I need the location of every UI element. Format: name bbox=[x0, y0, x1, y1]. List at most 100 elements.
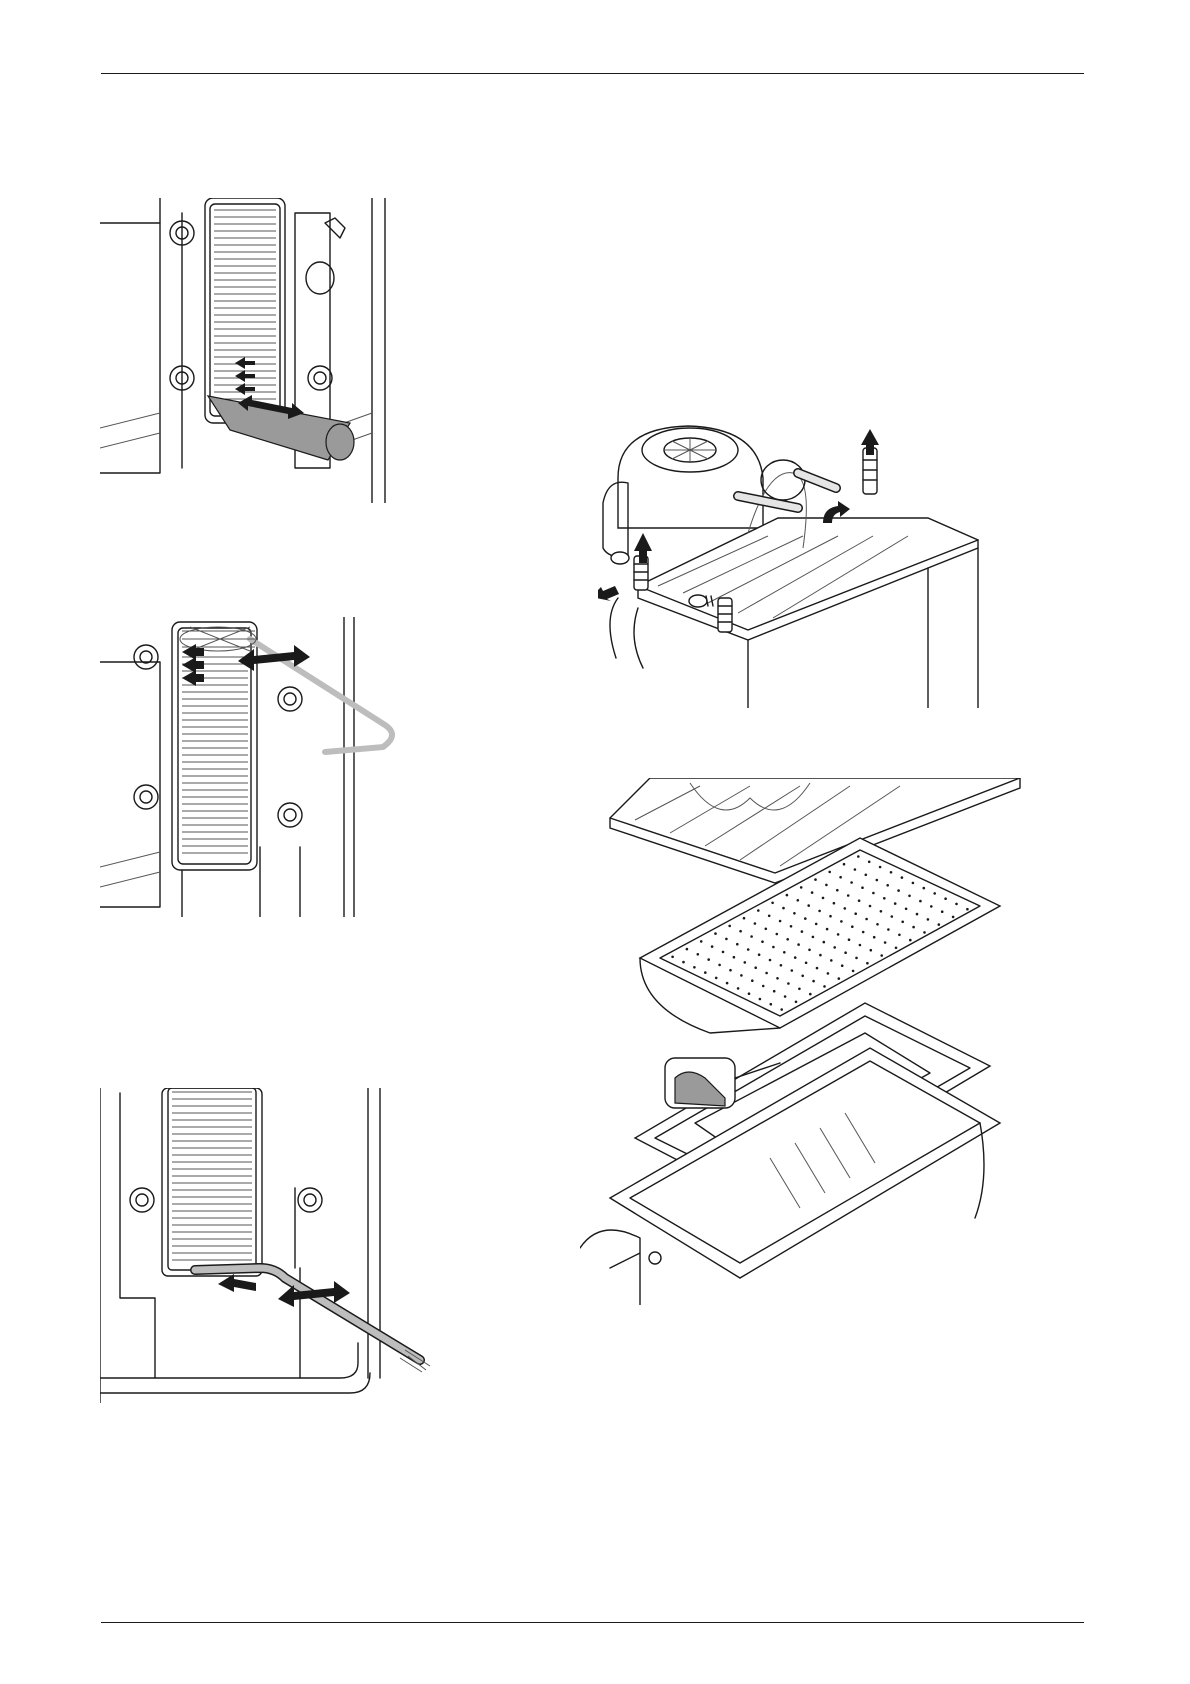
perforation-dot bbox=[852, 970, 855, 973]
perforation-dot bbox=[761, 940, 764, 943]
perforation-dot bbox=[808, 949, 811, 952]
perforation-dot bbox=[728, 925, 731, 928]
perforation-dot bbox=[858, 899, 861, 902]
perforation-dot bbox=[743, 917, 746, 920]
perforation-dot bbox=[830, 959, 833, 962]
perforation-dot bbox=[952, 916, 955, 919]
footer-rule bbox=[101, 1622, 1084, 1623]
perforation-dot bbox=[833, 946, 836, 949]
perforation-dot bbox=[671, 956, 674, 959]
perforation-dot bbox=[771, 902, 774, 905]
perforation-dot bbox=[844, 907, 847, 910]
perforation-dot bbox=[844, 951, 847, 954]
perforation-dot bbox=[809, 993, 812, 996]
perforation-dot bbox=[819, 954, 822, 957]
perforation-dot bbox=[747, 948, 750, 951]
perforation-dot bbox=[697, 953, 700, 956]
perforation-dot bbox=[826, 928, 829, 931]
perforation-dot bbox=[736, 943, 739, 946]
perforation-dot bbox=[843, 863, 846, 866]
perforation-dot bbox=[873, 936, 876, 939]
perforation-dot bbox=[923, 887, 926, 890]
perforation-dot bbox=[686, 948, 689, 951]
perforation-dot bbox=[909, 939, 912, 942]
perforation-dot bbox=[851, 925, 854, 928]
figure-bent-brush-upper bbox=[100, 617, 400, 917]
perforation-dot bbox=[894, 902, 897, 905]
perforation-dot bbox=[919, 900, 922, 903]
perforation-dot bbox=[768, 915, 771, 918]
perforation-dot bbox=[815, 923, 818, 926]
perforation-dot bbox=[870, 949, 873, 952]
perforation-dot bbox=[801, 930, 804, 933]
perforation-dot bbox=[887, 928, 890, 931]
perforation-dot bbox=[854, 868, 857, 871]
perforation-dot bbox=[711, 945, 714, 948]
perforation-dot bbox=[905, 908, 908, 911]
perforation-dot bbox=[879, 866, 882, 869]
perforation-dot bbox=[955, 903, 958, 906]
perforation-dot bbox=[823, 985, 826, 988]
perforation-dot bbox=[754, 966, 757, 969]
perforation-dot bbox=[862, 931, 865, 934]
perforation-dot bbox=[797, 899, 800, 902]
perforation-dot bbox=[933, 892, 936, 895]
perforation-dot bbox=[693, 966, 696, 969]
perforation-dot bbox=[876, 923, 879, 926]
perforation-dot bbox=[807, 904, 810, 907]
figure-1-illustration bbox=[100, 198, 400, 503]
perforation-dot bbox=[869, 905, 872, 908]
perforation-dot bbox=[857, 855, 860, 858]
perforation-dot bbox=[822, 897, 825, 900]
perforation-dot bbox=[740, 974, 743, 977]
perforation-dot bbox=[814, 878, 817, 881]
perforation-dot bbox=[757, 909, 760, 912]
perforation-dot bbox=[923, 931, 926, 934]
perforation-dot bbox=[827, 972, 830, 975]
perforation-dot bbox=[941, 910, 944, 913]
perforation-dot bbox=[779, 920, 782, 923]
perforation-dot bbox=[861, 886, 864, 889]
perforation-dot bbox=[930, 905, 933, 908]
perforation-dot bbox=[836, 889, 839, 892]
perforation-dot bbox=[795, 1001, 798, 1004]
perforation-dot bbox=[800, 886, 803, 889]
perforation-dot bbox=[966, 908, 969, 911]
perforation-dot bbox=[916, 913, 919, 916]
perforation-dot bbox=[758, 953, 761, 956]
perforation-dot bbox=[786, 894, 789, 897]
perforation-dot bbox=[868, 861, 871, 864]
perforation-dot bbox=[772, 946, 775, 949]
perforation-dot bbox=[865, 918, 868, 921]
perforation-dot bbox=[733, 956, 736, 959]
perforation-dot bbox=[783, 951, 786, 954]
perforation-dot bbox=[776, 933, 779, 936]
perforation-dot bbox=[791, 969, 794, 972]
perforation-dot bbox=[700, 940, 703, 943]
header-rule bbox=[101, 73, 1084, 74]
perforation-dot bbox=[854, 912, 857, 915]
perforation-dot bbox=[855, 957, 858, 960]
perforation-dot bbox=[714, 932, 717, 935]
perforation-dot bbox=[837, 933, 840, 936]
perforation-dot bbox=[825, 884, 828, 887]
perforation-dot bbox=[790, 925, 793, 928]
perforation-dot bbox=[880, 910, 883, 913]
perforation-dot bbox=[890, 871, 893, 874]
perforation-dot bbox=[715, 977, 718, 980]
perforation-dot bbox=[812, 980, 815, 983]
perforation-dot bbox=[883, 897, 886, 900]
perforation-dot bbox=[839, 876, 842, 879]
perforation-dot bbox=[782, 907, 785, 910]
perforation-dot bbox=[828, 871, 831, 874]
perforation-dot bbox=[787, 982, 790, 985]
perforated-burner-tray bbox=[640, 838, 1000, 1033]
perforation-dot bbox=[840, 920, 843, 923]
perforation-dot bbox=[876, 879, 879, 882]
perforation-dot bbox=[707, 958, 710, 961]
perforation-dot bbox=[901, 876, 904, 879]
figure-2-illustration bbox=[100, 617, 400, 917]
perforation-dot bbox=[865, 874, 868, 877]
perforation-dot bbox=[718, 964, 721, 967]
perforation-dot bbox=[805, 962, 808, 965]
